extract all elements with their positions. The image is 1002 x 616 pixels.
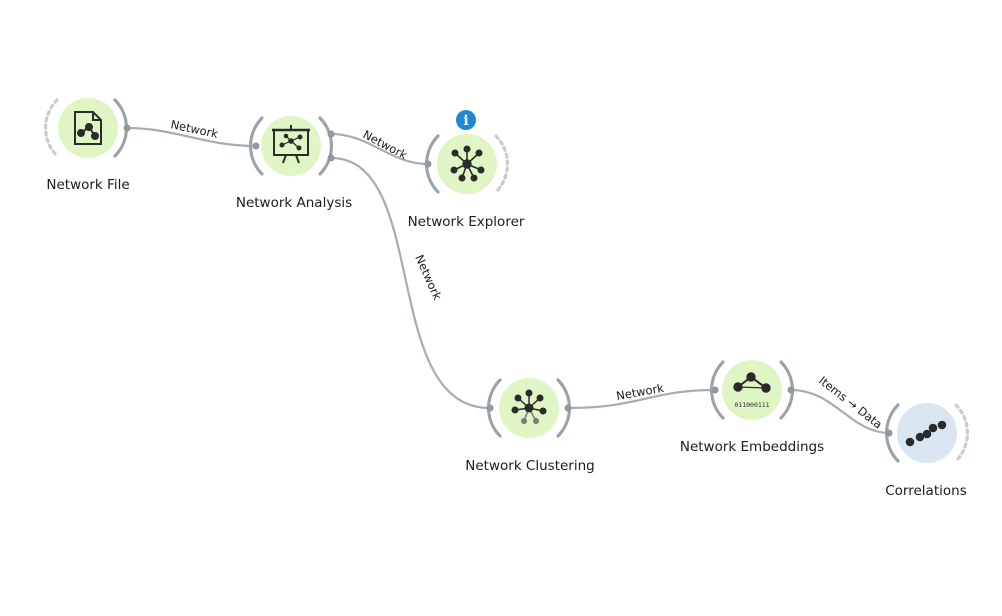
output-anchor[interactable] <box>787 386 795 394</box>
link-analysis-to-explorer[interactable]: Network <box>330 127 429 166</box>
link-embeddings-to-correlations[interactable]: Items → Data <box>790 373 891 435</box>
binary-text: 011000111 <box>734 401 769 409</box>
link-file-to-analysis[interactable]: Network <box>126 117 257 148</box>
input-anchor[interactable] <box>885 429 893 437</box>
output-anchor[interactable] <box>327 130 335 138</box>
link-label: Items → Data <box>816 373 885 431</box>
input-anchor[interactable] <box>424 160 432 168</box>
network-embeddings-icon: 011000111 <box>733 372 771 409</box>
info-badge[interactable]: i <box>456 110 476 130</box>
widget-label: Network Analysis <box>236 195 352 211</box>
info-icon: i <box>463 113 468 129</box>
link-label: Network <box>412 253 444 303</box>
widget-network-explorer[interactable]: i Network Explorer <box>408 110 525 230</box>
widget-label: Network File <box>46 177 129 193</box>
widget-label: Network Clustering <box>465 458 594 474</box>
network-file-icon <box>74 111 102 145</box>
output-anchor[interactable] <box>123 124 131 132</box>
widget-network-analysis[interactable]: Network Analysis <box>236 116 352 211</box>
network-explorer-icon <box>450 145 485 182</box>
network-clustering-icon <box>511 389 547 424</box>
correlations-icon <box>905 420 947 447</box>
link-label: Network <box>361 127 410 162</box>
input-anchor[interactable] <box>252 142 260 150</box>
link-clustering-to-embeddings[interactable]: Network <box>567 381 716 410</box>
widget-label: Network Embeddings <box>680 439 824 455</box>
widget-circle <box>722 360 782 420</box>
input-anchor[interactable] <box>711 386 719 394</box>
network-analysis-icon <box>272 125 310 164</box>
input-anchor[interactable] <box>486 404 494 412</box>
output-anchor[interactable] <box>327 154 335 162</box>
widget-network-file[interactable]: Network File <box>43 98 131 193</box>
widget-label: Network Explorer <box>408 214 525 230</box>
widget-correlations[interactable]: Correlations <box>884 403 970 499</box>
link-analysis-to-clustering[interactable]: Network <box>330 156 491 410</box>
widget-network-clustering[interactable]: Network Clustering <box>465 378 595 474</box>
output-anchor[interactable] <box>564 404 572 412</box>
widget-network-embeddings[interactable]: 011000111 Network Embeddings <box>680 360 824 455</box>
widget-label: Correlations <box>885 483 966 499</box>
